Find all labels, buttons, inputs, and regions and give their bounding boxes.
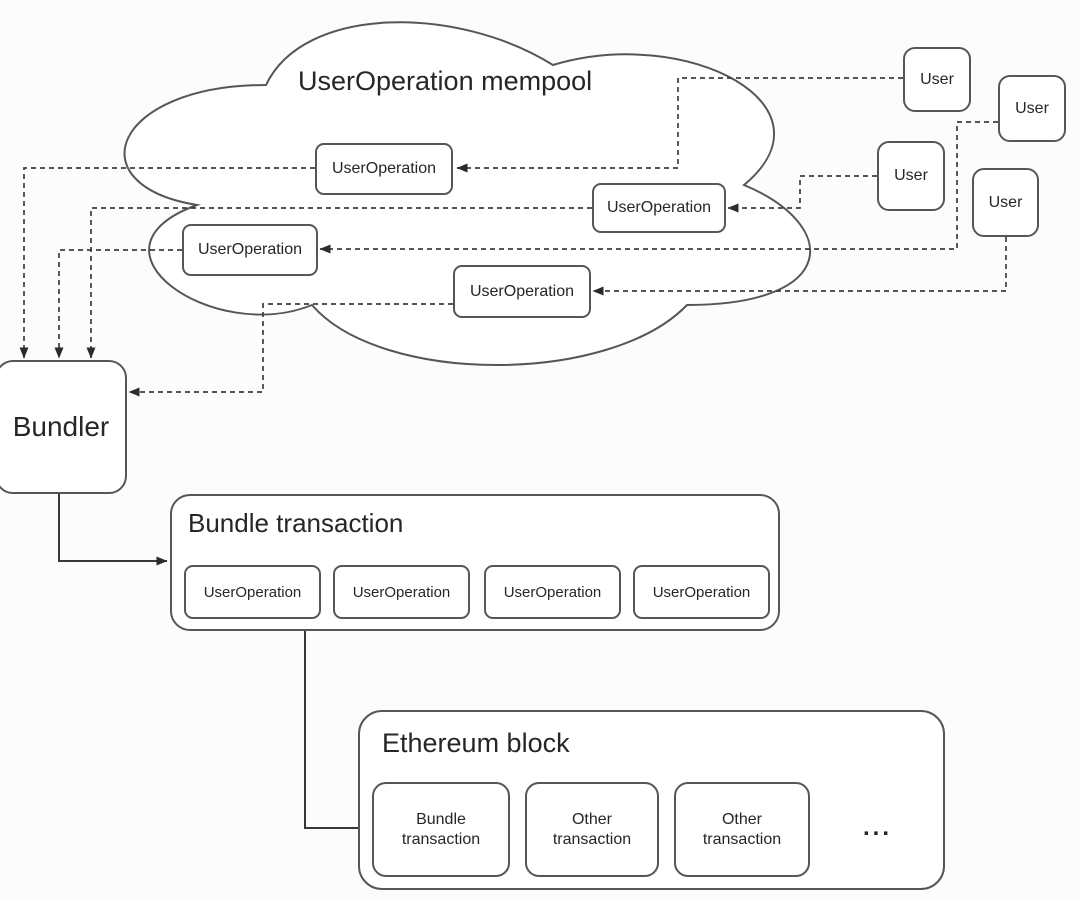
bundle-userop-3-label: UserOperation (503, 583, 602, 601)
eth-other-transaction-node-2: Other transaction (674, 782, 810, 877)
eth-other-transaction-node-1: Other transaction (525, 782, 659, 877)
userop-node-4-label: UserOperation (469, 282, 575, 300)
userop-node-4: UserOperation (453, 265, 591, 318)
user-node-4-label: User (988, 193, 1023, 211)
connector-user3-to-userop3 (727, 175, 877, 213)
connector-user4-to-userop4 (592, 237, 1007, 296)
user-node-1-label: User (920, 70, 954, 88)
mempool-title: UserOperation mempool (298, 66, 593, 96)
userop-node-1: UserOperation (315, 143, 453, 195)
user-node-4: User (972, 168, 1039, 237)
userop-node-3-label: UserOperation (197, 241, 303, 258)
bundle-userop-4-label: UserOperation (652, 583, 751, 601)
connector-bundler-to-bundle-transaction (58, 494, 168, 566)
connector-userop4-to-bundler (128, 303, 453, 397)
bundle-userop-2-label: UserOperation (352, 583, 451, 601)
userop-node-2: UserOperation (592, 183, 726, 233)
user-node-3-label: User (894, 167, 928, 184)
ethereum-block-title: Ethereum block (382, 728, 570, 758)
eth-bundle-transaction-label: Bundle transaction (401, 810, 481, 848)
eth-other-transaction-2-label: Other transaction (702, 810, 782, 848)
more-transactions-ellipsis: ... (862, 814, 892, 841)
user-node-2-label: User (1015, 99, 1049, 117)
eth-bundle-transaction-node: Bundle transaction (372, 782, 510, 877)
eth-other-transaction-1-label: Other transaction (552, 810, 632, 848)
userop-node-3: UserOperation (182, 224, 318, 276)
ethereum-block-container: Ethereum block Bundle transaction Other … (358, 710, 945, 890)
bundle-userop-3: UserOperation (484, 565, 621, 619)
user-node-3: User (877, 141, 945, 211)
bundle-userop-2: UserOperation (333, 565, 470, 619)
bundler-label: Bundler (12, 411, 110, 442)
userop-node-2-label: UserOperation (606, 199, 712, 216)
user-node-2: User (998, 75, 1066, 142)
bundle-userop-4: UserOperation (633, 565, 770, 619)
bundle-transaction-container: Bundle transaction UserOperation UserOpe… (170, 494, 780, 631)
bundler-node: Bundler (0, 360, 127, 494)
bundle-userop-1: UserOperation (184, 565, 321, 619)
user-node-1: User (903, 47, 971, 112)
bundle-userop-1-label: UserOperation (203, 583, 302, 601)
bundle-transaction-title: Bundle transaction (188, 508, 404, 538)
userop-node-1-label: UserOperation (331, 160, 437, 177)
connector-userop2-to-bundler (54, 249, 182, 359)
